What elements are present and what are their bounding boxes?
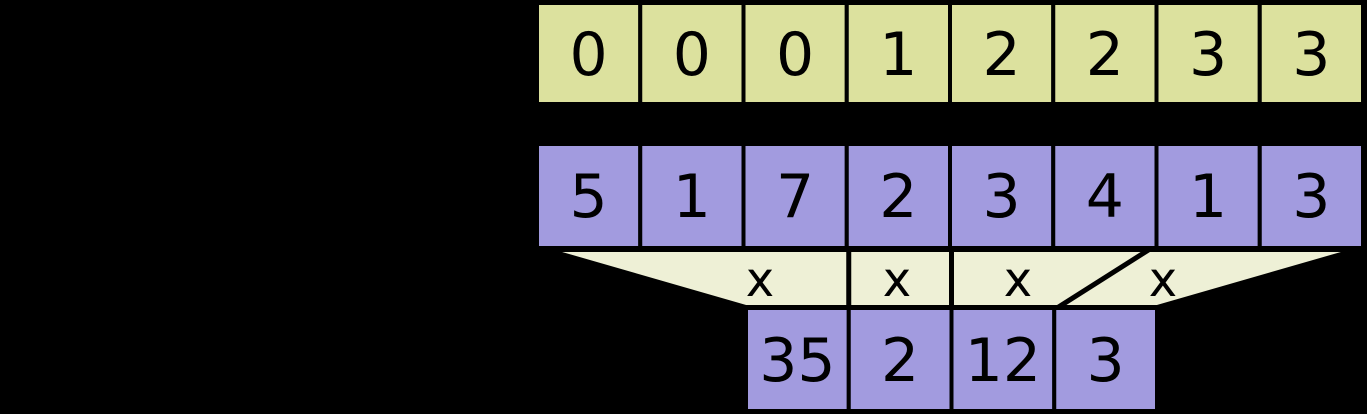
- value-cell: [1051, 142, 1159, 250]
- segment-head-cell: [948, 1, 1056, 106]
- value-text: 1: [673, 162, 711, 232]
- value-cell: [1154, 142, 1262, 250]
- result-cell: [1052, 306, 1159, 413]
- value-text: 7: [776, 162, 814, 232]
- value-cell: [1257, 142, 1365, 250]
- value-text: 3: [983, 162, 1021, 232]
- result-value: 3: [1087, 326, 1125, 396]
- value-cell: [948, 142, 1056, 250]
- result-cell: [949, 306, 1057, 413]
- value-cell: [638, 142, 746, 250]
- segment-head-cell: [1051, 1, 1159, 106]
- multiply-operator: x: [1004, 252, 1032, 308]
- multiply-operator: x: [883, 252, 911, 308]
- segment-head-cell: [638, 1, 746, 106]
- segment-head-value: 3: [1189, 20, 1227, 90]
- segment-head-value: 2: [983, 20, 1021, 90]
- segment-head-cell: [844, 1, 952, 106]
- result-row: 35 2 12 3: [744, 306, 1159, 413]
- value-row: 5 1 7 2 3 4 1 3: [535, 142, 1365, 250]
- value-text: 5: [570, 162, 608, 232]
- result-value: 2: [881, 326, 919, 396]
- value-text: 1: [1189, 162, 1227, 232]
- result-cell: [846, 306, 954, 413]
- value-cell: [844, 142, 952, 250]
- segment-head-value: 2: [1086, 20, 1124, 90]
- segment-head-value: 0: [673, 20, 711, 90]
- segment-head-value: 0: [776, 20, 814, 90]
- result-value: 12: [965, 326, 1041, 396]
- segment-head-cell: [535, 1, 643, 106]
- result-value: 35: [759, 326, 835, 396]
- value-text: 2: [879, 162, 917, 232]
- segment-head-value: 0: [570, 20, 608, 90]
- value-text: 4: [1086, 162, 1124, 232]
- multiply-operator: x: [1149, 252, 1177, 308]
- segment-head-cell: [741, 1, 849, 106]
- segment-head-value: 1: [879, 20, 917, 90]
- value-text: 3: [1292, 162, 1330, 232]
- multiply-operator: x: [746, 252, 774, 308]
- funnel-diagonal-divider: [1055, 246, 1152, 311]
- segment-head-value: 3: [1292, 20, 1330, 90]
- segment-head-cell: [1257, 1, 1365, 106]
- segment-head-row: 0 0 0 1 2 2 3 3: [535, 1, 1365, 106]
